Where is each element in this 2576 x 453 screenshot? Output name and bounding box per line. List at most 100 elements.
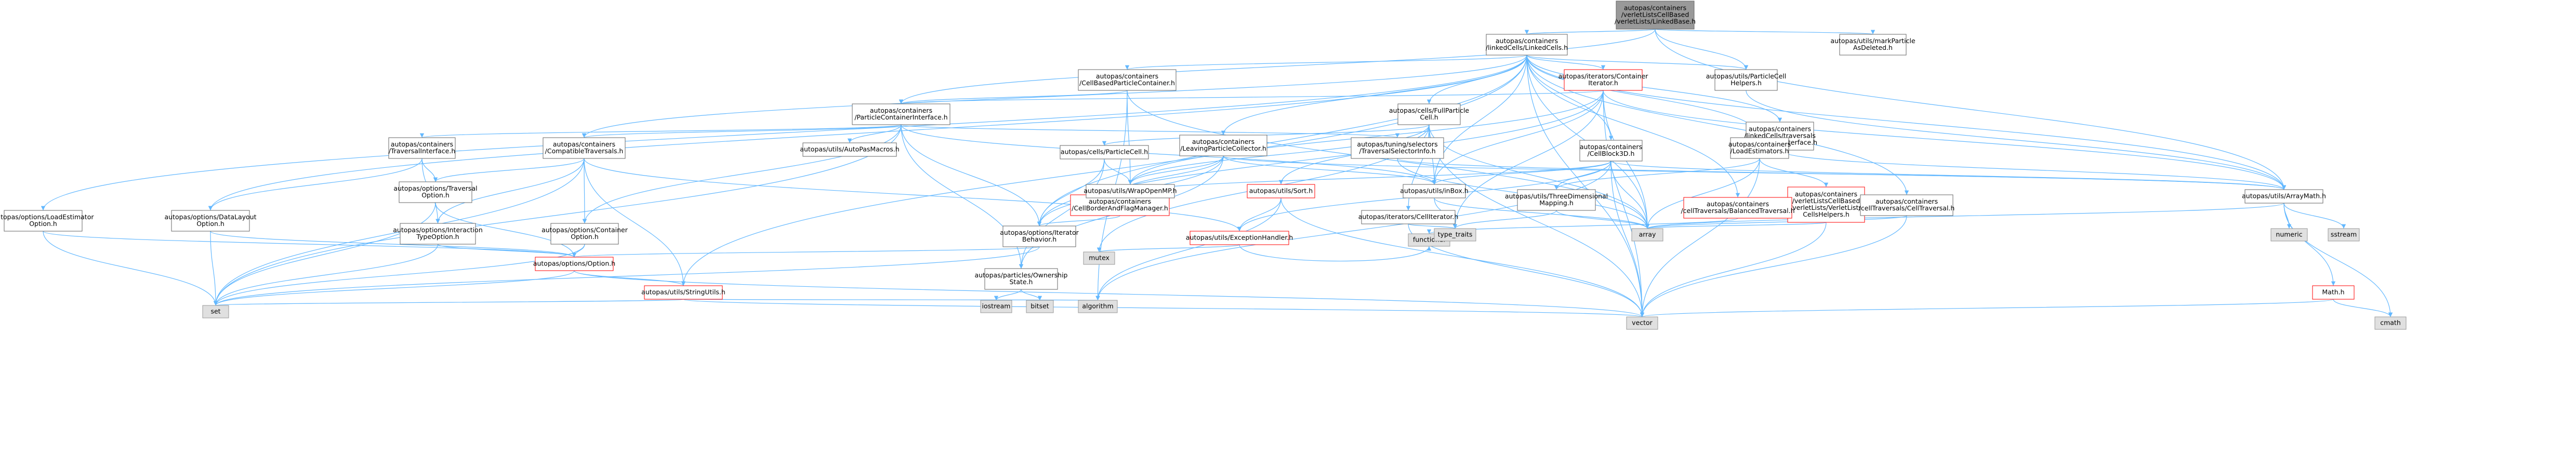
node-label: Mapping.h	[1539, 199, 1574, 207]
node-sortUtil[interactable]: autopas/utils/Sort.h	[1247, 184, 1315, 198]
edge-linkedcells-to-cellTraversal	[1526, 55, 1909, 195]
edge-mathH-to-vector	[1640, 299, 2334, 317]
node-box	[644, 285, 723, 300]
node-cellBorderFlag[interactable]: autopas/containers/CellBorderAndFlagMana…	[1070, 194, 1170, 216]
node-label: /TraversalSelectorInfo.h	[1359, 147, 1435, 155]
node-label: autopas/containers	[1580, 143, 1642, 151]
node-numeric: numeric	[2270, 228, 2308, 242]
node-loadEstimators[interactable]: autopas/containers/LoadEstimators.h	[1728, 137, 1791, 159]
node-box	[1060, 145, 1149, 159]
node-box	[1714, 69, 1778, 91]
node-label: TypeOption.h	[416, 233, 459, 241]
edge-linkedcells-to-cellBlock3D	[1526, 55, 1614, 141]
node-box	[550, 223, 619, 245]
edge-particleContainerIface-to-inBox	[901, 124, 1437, 185]
edge-traversalIface-to-dataLayoutOpt	[208, 158, 422, 211]
node-traversalIface[interactable]: autopas/containers/TraversalInterface.h	[388, 137, 456, 159]
edge-ownershipState-to-iostream	[994, 289, 1022, 301]
node-inBox[interactable]: autopas/utils/inBox.h	[1400, 184, 1469, 198]
edge-verletCellsHelpers-to-vector	[1640, 222, 1827, 317]
node-verletCellsHelpers[interactable]: autopas/containers/verletListsCellBased/…	[1787, 186, 1865, 223]
node-label: autopas/utils/ArrayMath.h	[2242, 192, 2326, 200]
node-label: /CellBasedParticleContainer.h	[1079, 79, 1175, 87]
edge-interactionTypeOpt-to-set	[213, 244, 439, 306]
edge-linkedcells-to-stringUtils	[681, 55, 1527, 286]
node-arrayMath[interactable]: autopas/utils/ArrayMath.h	[2242, 189, 2326, 204]
node-label: iostream	[982, 302, 1011, 310]
node-label: autopas/containers	[1728, 140, 1791, 148]
node-label: Math.h	[2322, 288, 2344, 296]
edge-linkedcells-to-lcTraversalIface	[1526, 55, 1782, 123]
edge-cellBorderFlag-to-iteratorBehavior	[1037, 215, 1120, 226]
node-balancedTraversal[interactable]: autopas/containers/cellTraversals/Balanc…	[1681, 197, 1795, 219]
node-cellBlock3D[interactable]: autopas/containers/CellBlock3D.h	[1579, 140, 1643, 162]
node-cmath: cmath	[2374, 316, 2407, 330]
node-cellIterator[interactable]: autopas/iterators/CellIterator.h	[1358, 210, 1459, 224]
edge-threeDim-to-array	[1556, 210, 1650, 229]
node-label: autopas/utils/ExceptionHandler.h	[1186, 234, 1293, 242]
node-box	[1086, 184, 1175, 198]
edge-compatibleTraversals-to-stringUtils	[584, 158, 686, 286]
node-cellBasedPC[interactable]: autopas/containers/CellBasedParticleCont…	[1078, 69, 1177, 91]
edge-loadEstimators-to-threeDim	[1554, 158, 1760, 190]
node-label: autopas/containers	[553, 140, 615, 148]
node-box	[1179, 135, 1267, 156]
node-particleContainerIface[interactable]: autopas/containers/ParticleContainerInte…	[852, 103, 950, 125]
edge-cellBasedPC-to-array	[1127, 90, 1650, 229]
node-label: /verletListsCellBased	[1621, 11, 1689, 19]
node-exceptionHandler[interactable]: autopas/utils/ExceptionHandler.h	[1186, 231, 1293, 245]
edge-cellBlock3D-to-inBox	[1432, 161, 1611, 185]
node-compatibleTraversals[interactable]: autopas/containers/CompatibleTraversals.…	[543, 137, 626, 159]
node-label: autopas/options/Container	[541, 226, 628, 234]
node-box	[1002, 225, 1076, 247]
nodes-layer: autopas/containers/verletListsCellBased /…	[0, 1, 2407, 330]
node-option[interactable]: autopas/options/Option.h	[533, 257, 615, 271]
node-box	[1026, 300, 1054, 313]
edge-arrayMath-to-mathH	[2283, 203, 2336, 286]
edge-particleCell-to-wrapOpenMP	[1104, 158, 1133, 185]
node-label: array	[1639, 231, 1656, 238]
node-vector: vector	[1626, 316, 1658, 330]
node-autoPasMacros[interactable]: autopas/utils/AutoPasMacros.h	[800, 142, 900, 157]
edge-particleCell-to-iteratorBehavior	[1037, 158, 1105, 226]
node-label: autopas/options/Iterator	[1000, 229, 1079, 236]
edge-traversalIface-to-traversalOpt	[421, 158, 438, 182]
node-box	[2244, 189, 2323, 204]
node-box	[2374, 316, 2407, 330]
node-mathH[interactable]: Math.h	[2312, 285, 2355, 300]
edge-option-to-vector	[574, 270, 1644, 317]
node-box	[1616, 1, 1695, 30]
edge-leavingParticle-to-wrapOpenMP	[1128, 155, 1224, 185]
edge-leavingParticle-to-inBox	[1223, 155, 1437, 185]
edge-root-to-markParticle	[1655, 29, 1875, 35]
node-label: autopas/containers	[1749, 125, 1811, 133]
edge-particleContainerIface-to-autoPasMacros	[847, 124, 902, 143]
node-traversalSelector[interactable]: autopas/tuning/selectors/TraversalSelect…	[1351, 137, 1444, 159]
node-wrapOpenMP[interactable]: autopas/utils/WrapOpenMP.h	[1084, 184, 1177, 198]
node-leavingParticle[interactable]: autopas/containers/LeavingParticleCollec…	[1179, 135, 1267, 156]
node-box	[984, 268, 1058, 290]
node-particleCell[interactable]: autopas/cells/ParticleCell.h	[1060, 145, 1149, 159]
node-linkedcells[interactable]: autopas/containers/linkedCells/LinkedCel…	[1486, 34, 1568, 56]
node-box	[1787, 186, 1865, 223]
edge-linkedcells-to-dataLayoutOpt	[208, 55, 1527, 211]
node-label: autopas/containers	[1496, 37, 1558, 45]
node-label: State.h	[1010, 278, 1033, 286]
node-label: /linkedCells/LinkedCells.h	[1486, 44, 1568, 51]
edge-loadEstimatorOpt-to-set	[43, 231, 218, 306]
node-cellTraversal[interactable]: autopas/containers/cellTraversals/CellTr…	[1859, 194, 1955, 216]
node-stringUtils[interactable]: autopas/utils/StringUtils.h	[641, 285, 725, 300]
edge-exceptionHandler-to-functional	[1239, 244, 1432, 262]
